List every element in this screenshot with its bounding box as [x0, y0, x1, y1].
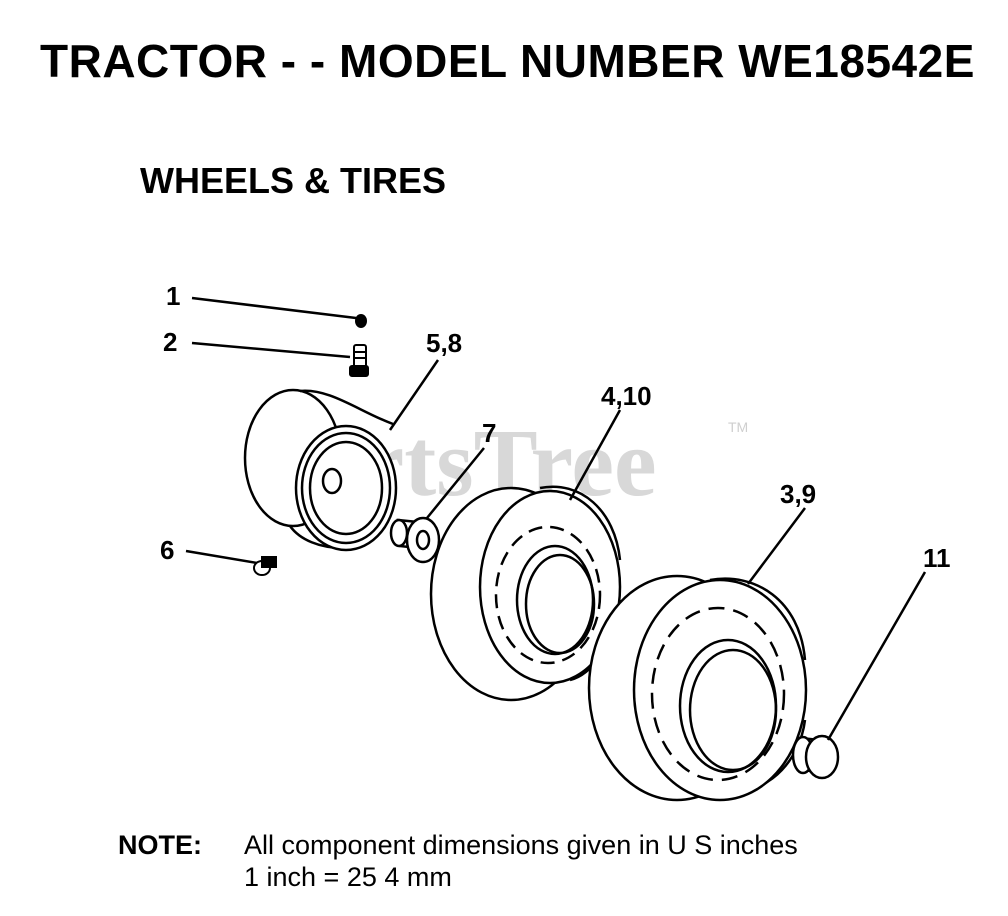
- callout-2: 2: [163, 327, 177, 357]
- note-line-1: All component dimensions given in U S in…: [244, 830, 798, 860]
- callout-7: 7: [482, 418, 496, 448]
- callout-11: 11: [923, 543, 951, 573]
- part-hub-cap[interactable]: [791, 734, 840, 780]
- section-title: WHEELS & TIRES: [140, 160, 447, 201]
- part-front-tire[interactable]: [429, 485, 622, 702]
- part-rear-tire[interactable]: [587, 574, 808, 802]
- watermark-trademark: TM: [728, 419, 748, 435]
- part-grease-fitting[interactable]: [253, 556, 277, 576]
- callout-3-9: 3,9: [780, 479, 816, 509]
- page-title: TRACTOR - - MODEL NUMBER WE18542E: [40, 35, 975, 87]
- part-valve-cap[interactable]: [355, 314, 367, 328]
- part-valve-stem[interactable]: [349, 344, 369, 377]
- note-line-2: 1 inch = 25 4 mm: [244, 862, 452, 892]
- callout-5-8: 5,8: [426, 328, 462, 358]
- callout-4-10: 4,10: [601, 381, 652, 411]
- part-bushing[interactable]: [389, 516, 441, 564]
- leader-lines: [185, 296, 927, 741]
- part-wheel-rim[interactable]: [243, 388, 398, 552]
- callout-1: 1: [166, 281, 180, 311]
- note-label: NOTE:: [118, 830, 202, 860]
- callout-6: 6: [160, 535, 174, 565]
- dimension-note: NOTE: All component dimensions given in U…: [118, 830, 798, 861]
